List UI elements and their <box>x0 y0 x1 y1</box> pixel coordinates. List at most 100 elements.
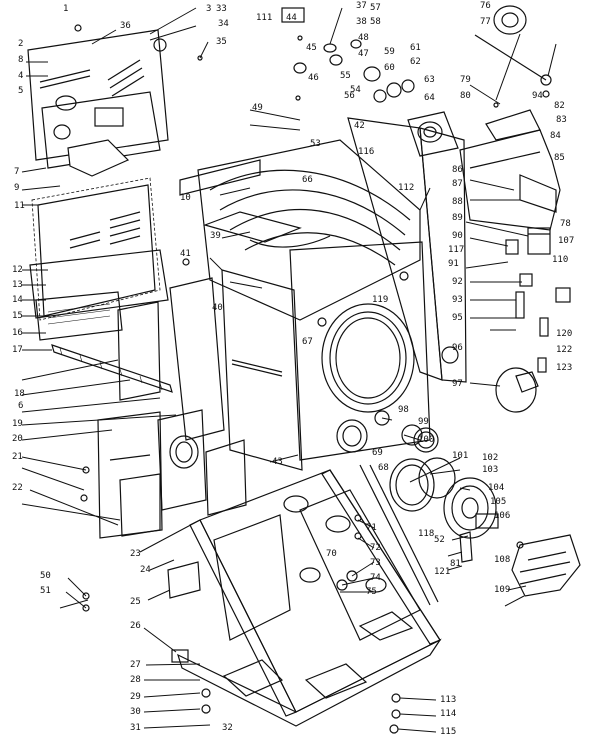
callout-101: 101 <box>452 451 468 461</box>
callout-6: 6 <box>18 401 23 411</box>
switch-components <box>495 239 571 413</box>
callout-19: 19 <box>12 419 23 429</box>
callout-73: 73 <box>370 558 381 568</box>
callout-51: 51 <box>40 586 51 596</box>
callout-34: 34 <box>218 19 229 29</box>
callout-41: 41 <box>180 249 191 259</box>
callout-88: 88 <box>452 197 463 207</box>
callout-77: 77 <box>480 17 491 27</box>
service-panel <box>41 91 161 177</box>
callout-8: 8 <box>18 55 23 65</box>
callout-17: 17 <box>12 345 23 355</box>
callout-89: 89 <box>452 213 463 223</box>
callout-105: 105 <box>490 497 506 507</box>
callout-30: 30 <box>130 707 141 717</box>
callout-116: 116 <box>358 147 374 157</box>
callout-86: 86 <box>452 165 463 175</box>
callout-52: 52 <box>434 535 445 545</box>
left-base-rail <box>35 291 173 393</box>
callout-1: 1 <box>63 4 68 14</box>
callout-44: 44 <box>286 13 297 23</box>
callout-69: 69 <box>372 448 383 458</box>
callout-28: 28 <box>130 675 141 685</box>
callout-32: 32 <box>222 723 233 733</box>
callout-35: 35 <box>216 37 227 47</box>
callout-55: 55 <box>340 71 351 81</box>
callout-121: 121 <box>434 567 450 577</box>
callout-72: 72 <box>370 543 381 553</box>
callout-59: 59 <box>384 47 395 57</box>
callout-39: 39 <box>210 231 221 241</box>
callout-14: 14 <box>12 295 23 305</box>
callout-49: 49 <box>252 103 263 113</box>
callout-80: 80 <box>460 91 471 101</box>
callout-12: 12 <box>12 265 23 275</box>
callout-5: 5 <box>18 86 23 96</box>
callout-29: 29 <box>130 692 141 702</box>
callout-74: 74 <box>370 573 381 583</box>
callout-63: 63 <box>424 75 435 85</box>
callout-16: 16 <box>12 328 23 338</box>
callout-9: 9 <box>14 183 19 193</box>
callout-107: 107 <box>558 236 574 246</box>
callout-102: 102 <box>482 453 498 463</box>
callout-68: 68 <box>378 463 389 473</box>
callout-120: 120 <box>556 329 572 339</box>
callout-33: 33 <box>216 4 227 14</box>
callout-38: 38 <box>356 17 367 27</box>
callout-11: 11 <box>14 201 25 211</box>
callout-122: 122 <box>556 345 572 355</box>
callout-66: 66 <box>302 175 313 185</box>
callout-18: 18 <box>14 389 25 399</box>
callout-36: 36 <box>120 21 131 31</box>
callout-92: 92 <box>452 277 463 287</box>
callout-58: 58 <box>370 17 381 27</box>
callout-94: 94 <box>532 91 543 101</box>
callout-23: 23 <box>130 549 141 559</box>
right-rear-panel <box>347 111 467 383</box>
callout-87: 87 <box>452 179 463 189</box>
callout-53: 53 <box>310 139 321 149</box>
callout-10: 10 <box>180 193 191 203</box>
callout-98: 98 <box>398 405 409 415</box>
callout-97: 97 <box>452 379 463 389</box>
blower-housing <box>511 534 581 597</box>
callout-117: 117 <box>448 245 464 255</box>
callout-82: 82 <box>554 101 565 111</box>
callout-27: 27 <box>130 660 141 670</box>
callout-114: 114 <box>440 709 456 719</box>
callout-110: 110 <box>552 255 568 265</box>
callout-labels: 1 2 3 4 5 6 7 8 9 10 11 12 13 14 15 16 1… <box>12 1 574 737</box>
callout-95: 95 <box>452 313 463 323</box>
callout-109: 109 <box>494 585 510 595</box>
callout-99: 99 <box>418 417 429 427</box>
callout-100: 100 <box>418 435 434 445</box>
callout-78: 78 <box>560 219 571 229</box>
rear-top-panel <box>27 29 169 161</box>
callout-91: 91 <box>448 259 459 269</box>
base-frame <box>177 464 442 727</box>
callout-81: 81 <box>450 559 461 569</box>
callout-76: 76 <box>480 1 491 11</box>
callout-46: 46 <box>308 73 319 83</box>
callout-85: 85 <box>554 153 565 163</box>
drum-roller <box>474 5 552 86</box>
callout-67: 67 <box>302 337 313 347</box>
callout-70: 70 <box>326 549 337 559</box>
callout-7: 7 <box>14 167 19 177</box>
callout-43: 43 <box>272 457 283 467</box>
center-cabinet-panel <box>205 269 303 516</box>
part-drawings <box>27 5 581 734</box>
callout-79: 79 <box>460 75 471 85</box>
callout-104: 104 <box>488 483 504 493</box>
front-panel <box>289 241 431 461</box>
callout-40: 40 <box>212 303 223 313</box>
callout-71: 71 <box>366 523 377 533</box>
callout-123: 123 <box>556 363 572 373</box>
fasteners <box>74 24 550 734</box>
callout-61: 61 <box>410 43 421 53</box>
callout-4: 4 <box>18 71 23 81</box>
callout-25: 25 <box>130 597 141 607</box>
callout-45: 45 <box>306 43 317 53</box>
